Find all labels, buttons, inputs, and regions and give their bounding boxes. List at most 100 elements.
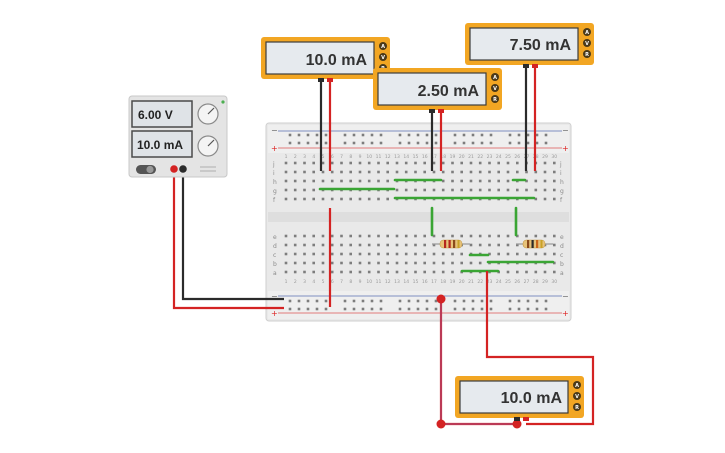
breadboard-hole[interactable] — [478, 234, 482, 238]
breadboard-hole[interactable] — [343, 299, 347, 303]
breadboard-hole[interactable] — [358, 252, 362, 256]
breadboard-hole[interactable] — [312, 188, 315, 192]
breadboard-hole[interactable] — [441, 252, 445, 256]
breadboard-hole[interactable] — [480, 299, 484, 303]
breadboard-hole[interactable] — [441, 161, 445, 165]
breadboard-hole[interactable] — [321, 243, 325, 247]
breadboard-hole[interactable] — [414, 270, 417, 274]
breadboard-hole[interactable] — [534, 252, 538, 256]
breadboard-hole[interactable] — [377, 261, 380, 265]
negative-terminal[interactable] — [179, 165, 187, 173]
breadboard-hole[interactable] — [370, 133, 374, 137]
breadboard-hole[interactable] — [553, 243, 556, 247]
breadboard-hole[interactable] — [284, 270, 288, 274]
breadboard-hole[interactable] — [324, 307, 328, 311]
breadboard-hole[interactable] — [330, 270, 334, 274]
breadboard-hole[interactable] — [488, 179, 491, 183]
breadboard-hole[interactable] — [506, 170, 510, 174]
breadboard-hole[interactable] — [330, 197, 334, 201]
breadboard-hole[interactable] — [508, 299, 512, 303]
breadboard-hole[interactable] — [330, 234, 334, 238]
breadboard-hole[interactable] — [506, 179, 510, 183]
breadboard-hole[interactable] — [425, 141, 429, 145]
breadboard-hole[interactable] — [506, 234, 510, 238]
breadboard-hole[interactable] — [293, 188, 297, 192]
breadboard-hole[interactable] — [321, 161, 325, 165]
breadboard-hole[interactable] — [525, 188, 528, 192]
breadboard-hole[interactable] — [284, 234, 288, 238]
breadboard-hole[interactable] — [306, 141, 310, 145]
breadboard-hole[interactable] — [404, 270, 408, 274]
breadboard-hole[interactable] — [303, 270, 306, 274]
breadboard-hole[interactable] — [414, 252, 417, 256]
wire-endpoint[interactable] — [512, 419, 522, 429]
breadboard-hole[interactable] — [297, 133, 301, 137]
breadboard-hole[interactable] — [315, 299, 319, 303]
breadboard-hole[interactable] — [349, 170, 352, 174]
breadboard-hole[interactable] — [478, 179, 482, 183]
breadboard-hole[interactable] — [379, 299, 383, 303]
meter-probe-black[interactable] — [514, 417, 520, 421]
breadboard-hole[interactable] — [367, 234, 371, 238]
breadboard-hole[interactable] — [361, 133, 365, 137]
multimeter-top-right[interactable]: 7.50 mA A V R — [465, 23, 594, 68]
breadboard-hole[interactable] — [284, 261, 288, 265]
breadboard-hole[interactable] — [453, 299, 457, 303]
breadboard-hole[interactable] — [288, 141, 292, 145]
breadboard-hole[interactable] — [416, 133, 420, 137]
breadboard-hole[interactable] — [352, 307, 356, 311]
breadboard-hole[interactable] — [471, 299, 475, 303]
breadboard-hole[interactable] — [469, 243, 473, 247]
breadboard-hole[interactable] — [423, 161, 426, 165]
breadboard-hole[interactable] — [543, 179, 547, 183]
breadboard-hole[interactable] — [526, 141, 530, 145]
breadboard-hole[interactable] — [358, 161, 362, 165]
breadboard-hole[interactable] — [404, 234, 408, 238]
breadboard-hole[interactable] — [398, 299, 402, 303]
breadboard-hole[interactable] — [488, 188, 491, 192]
multimeter-top-left[interactable]: 10.0 mA A V R — [261, 37, 390, 82]
breadboard-hole[interactable] — [284, 170, 288, 174]
breadboard-hole[interactable] — [349, 243, 352, 247]
breadboard-hole[interactable] — [340, 234, 343, 238]
breadboard-hole[interactable] — [423, 270, 426, 274]
breadboard-hole[interactable] — [398, 133, 402, 137]
breadboard-hole[interactable] — [303, 188, 306, 192]
meter-probe-black[interactable] — [429, 109, 435, 113]
breadboard-hole[interactable] — [358, 261, 362, 265]
breadboard-hole[interactable] — [469, 188, 473, 192]
wire-black[interactable] — [181, 169, 284, 301]
mode-button-v[interactable] — [491, 84, 499, 92]
breadboard-hole[interactable] — [398, 141, 402, 145]
breadboard-hole[interactable] — [377, 270, 380, 274]
breadboard-hole[interactable] — [451, 161, 454, 165]
breadboard-hole[interactable] — [544, 133, 548, 137]
breadboard-hole[interactable] — [471, 141, 475, 145]
breadboard-hole[interactable] — [451, 170, 454, 174]
resistor[interactable] — [516, 239, 553, 249]
breadboard-hole[interactable] — [553, 252, 556, 256]
breadboard-hole[interactable] — [535, 299, 539, 303]
meter-probe-red[interactable] — [532, 64, 538, 68]
breadboard-hole[interactable] — [460, 261, 463, 265]
breadboard-hole[interactable] — [535, 133, 539, 137]
breadboard-hole[interactable] — [534, 234, 538, 238]
breadboard-hole[interactable] — [517, 307, 521, 311]
breadboard-hole[interactable] — [321, 252, 325, 256]
breadboard-hole[interactable] — [480, 141, 484, 145]
wire-endpoint[interactable] — [436, 419, 446, 429]
breadboard-hole[interactable] — [284, 243, 288, 247]
breadboard-hole[interactable] — [425, 133, 429, 137]
breadboard-hole[interactable] — [478, 170, 482, 174]
breadboard-hole[interactable] — [377, 252, 380, 256]
breadboard-hole[interactable] — [386, 243, 389, 247]
breadboard-hole[interactable] — [312, 170, 315, 174]
breadboard-hole[interactable] — [312, 261, 315, 265]
breadboard-hole[interactable] — [441, 234, 445, 238]
wire-red[interactable] — [485, 271, 595, 426]
breadboard-hole[interactable] — [460, 170, 463, 174]
breadboard-hole[interactable] — [293, 161, 297, 165]
breadboard-hole[interactable] — [404, 243, 408, 247]
breadboard-hole[interactable] — [432, 170, 436, 174]
breadboard-hole[interactable] — [284, 161, 288, 165]
